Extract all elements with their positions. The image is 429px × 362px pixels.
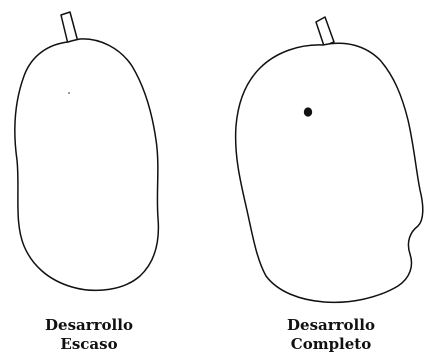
right-mango-stem xyxy=(316,17,334,46)
caption-left-line2: Escaso xyxy=(14,335,164,354)
right-mango-spot xyxy=(304,107,312,116)
left-mango-dot xyxy=(68,92,70,94)
caption-left-line1: Desarrollo xyxy=(14,316,164,335)
caption-right-line1: Desarrollo xyxy=(256,316,406,335)
caption-scarce-development: Desarrollo Escaso xyxy=(14,316,164,354)
left-mango-body-outline xyxy=(15,39,159,290)
mango-scarce-development xyxy=(15,12,159,290)
caption-complete-development: Desarrollo Completo xyxy=(256,316,406,354)
right-mango-body-outline xyxy=(236,43,423,302)
left-mango-stem xyxy=(61,12,78,44)
caption-right-line2: Completo xyxy=(256,335,406,354)
mango-complete-development xyxy=(236,17,423,302)
